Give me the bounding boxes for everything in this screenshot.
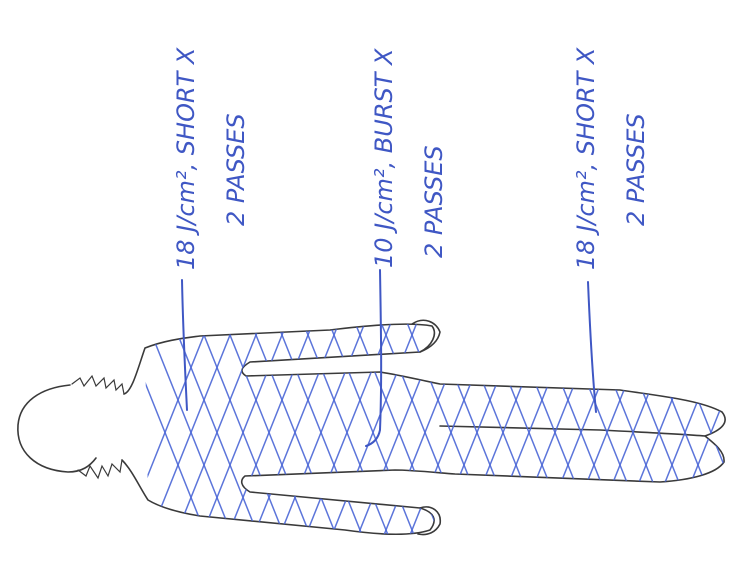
head-outline [18,385,96,472]
hatch-stroke [484,320,574,545]
annotation-3: 18 J/cm², SHORT X 2 PASSES [572,47,650,270]
hatch-stroke [666,320,741,545]
hatch-stroke [536,320,626,545]
annotation-3-line1: 18 J/cm², SHORT X [572,47,600,270]
hatch-stroke [718,320,741,545]
annotation-2-line1: 10 J/cm², BURST X [370,48,398,268]
hair-top [72,376,124,394]
hatch-stroke [588,320,678,545]
hatch-stroke [458,320,548,545]
hatch-stroke [666,320,741,545]
hair-bottom [78,460,122,478]
hatch-stroke [692,320,741,545]
annotation-3-line2: 2 PASSES [622,113,650,226]
hatch-stroke [692,320,741,545]
leader-line-3 [588,282,596,412]
annotation-1-line2: 2 PASSES [222,113,250,226]
hatch-stroke [432,320,522,545]
annotation-2: 10 J/cm², BURST X 2 PASSES [370,48,448,268]
hatch-stroke [614,320,704,545]
hatch-stroke [718,320,741,545]
hatch-stroke [510,320,600,545]
annotation-1: 18 J/cm², SHORT X 2 PASSES [172,47,250,270]
hatch-stroke [406,320,496,545]
annotation-2-line2: 2 PASSES [420,145,448,258]
annotation-1-line1: 18 J/cm², SHORT X [172,47,200,270]
